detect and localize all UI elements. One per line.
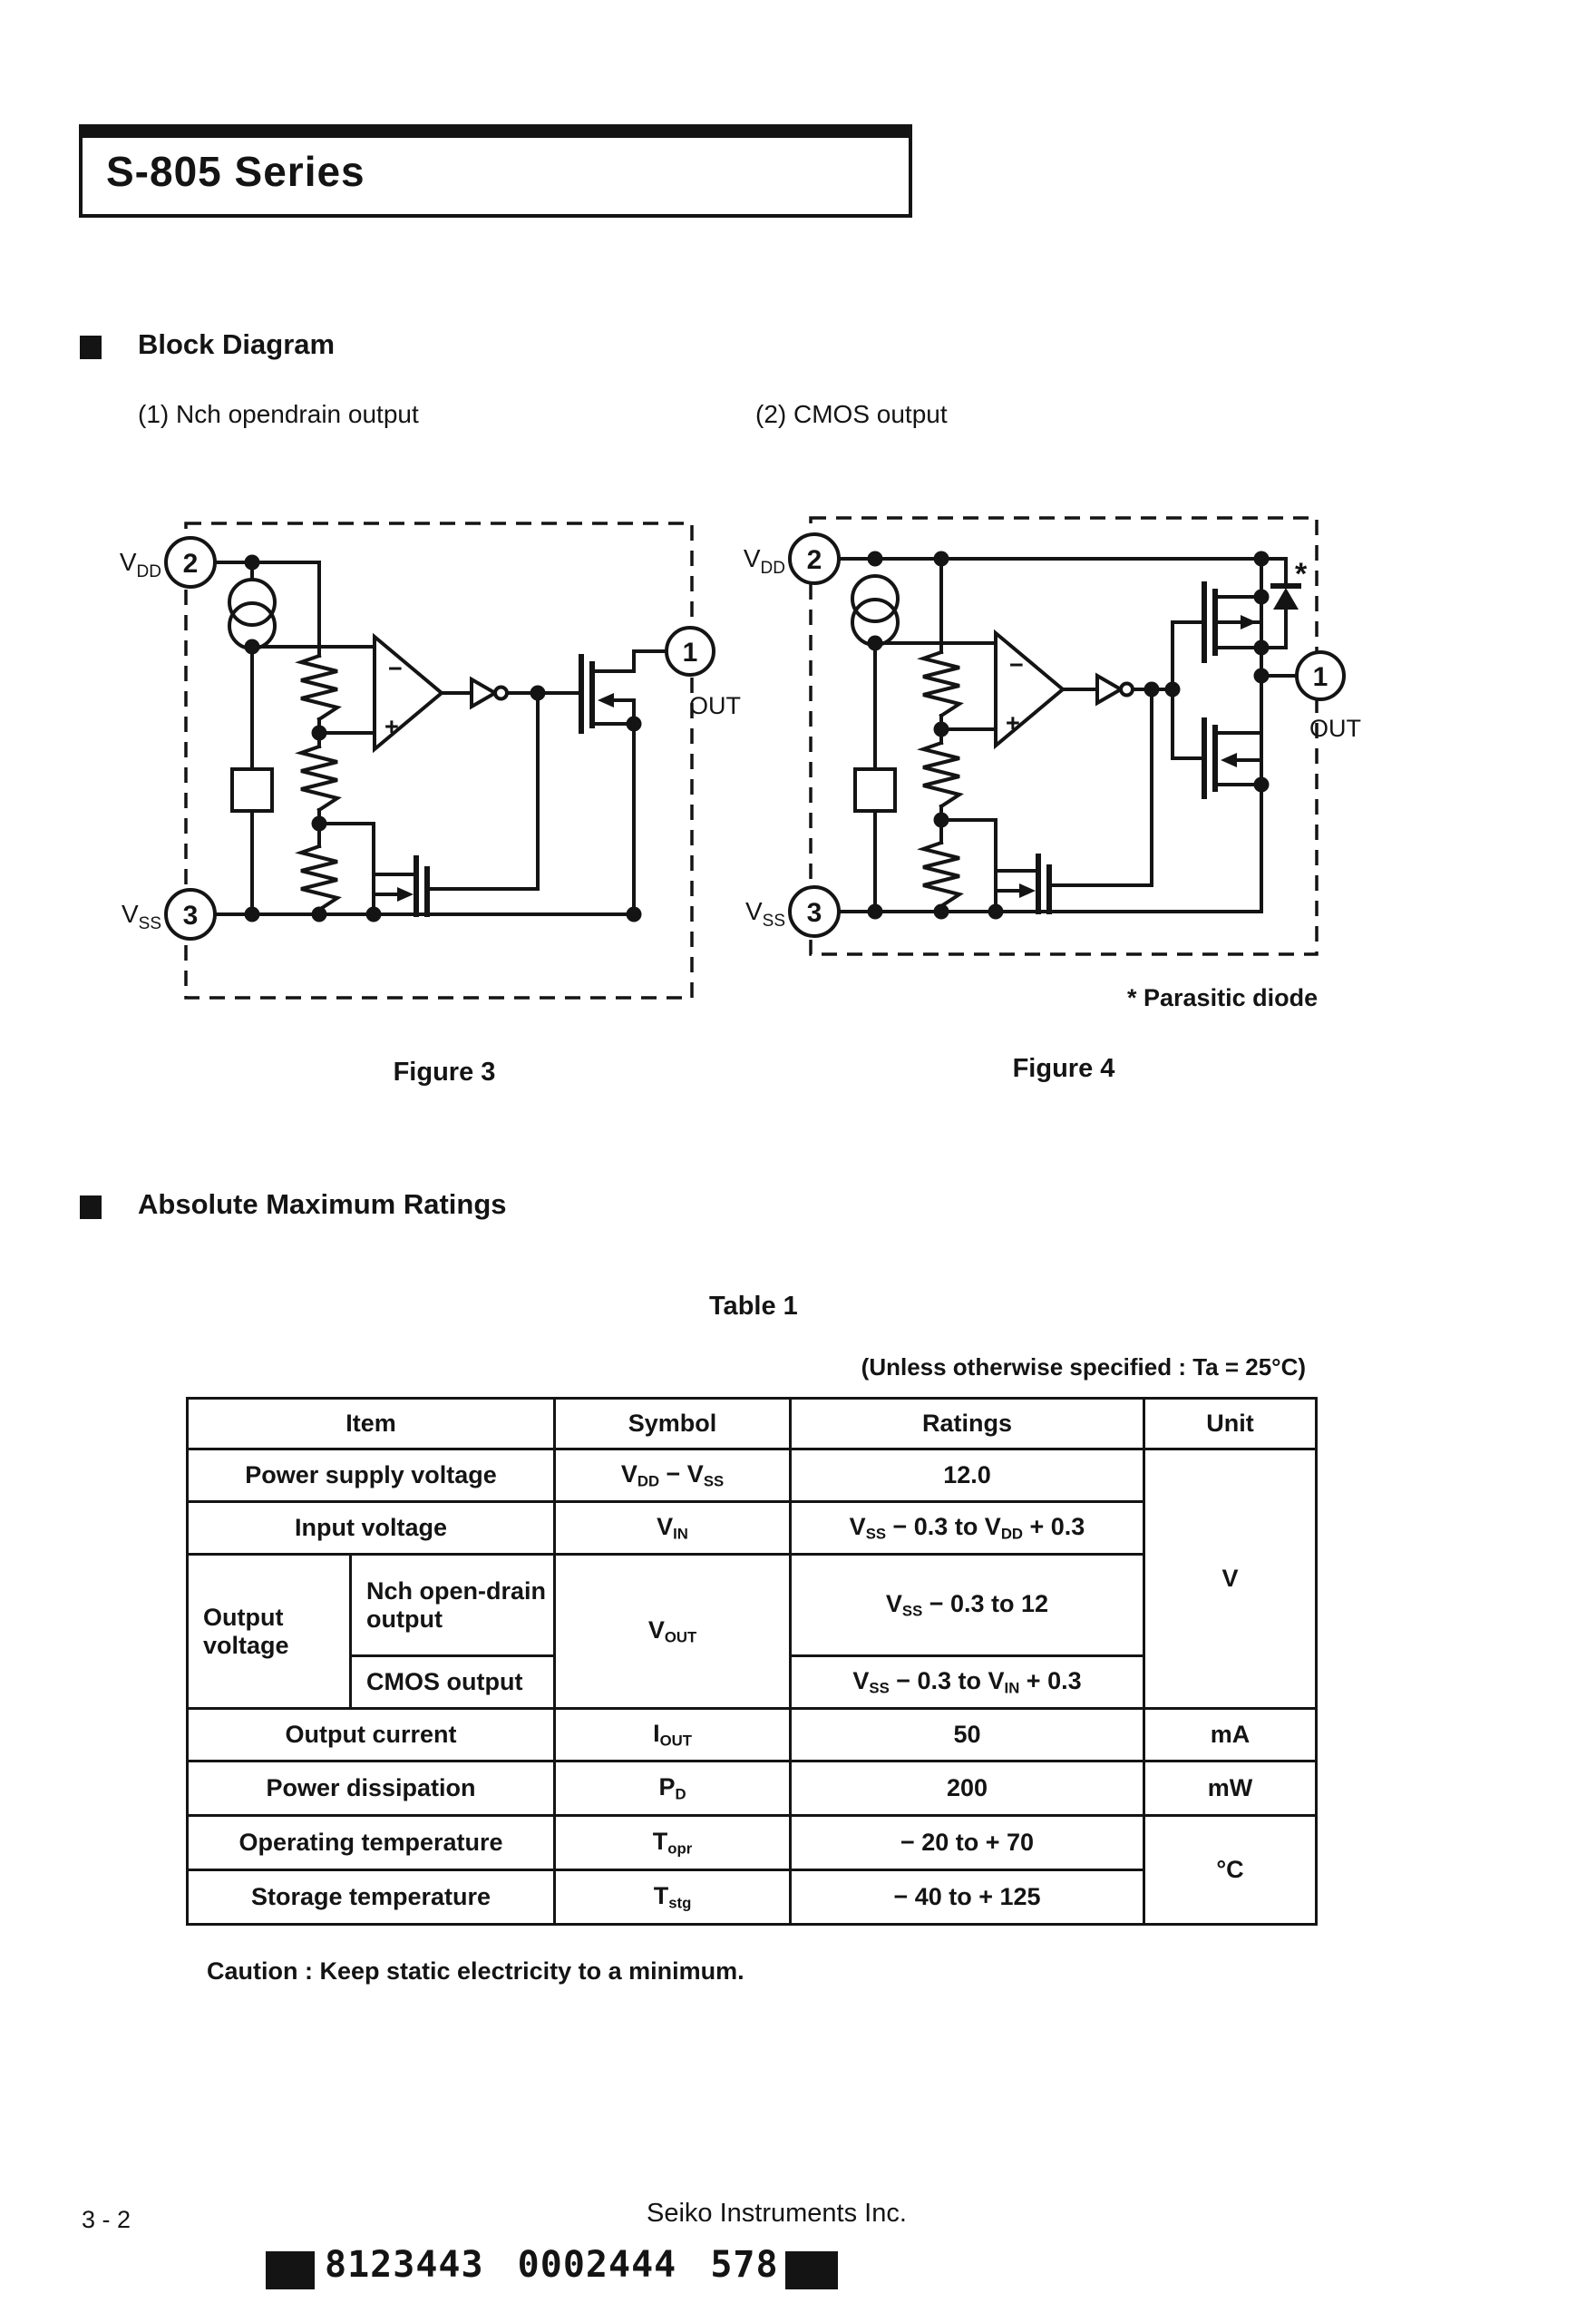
hysteresis-nmos-icon [317,691,540,917]
parasitic-diode-note: * Parasitic diode [1127,984,1319,1011]
pin-vdd [164,536,217,589]
pin-vss [788,885,841,938]
inverter-icon [1095,672,1134,707]
vdd-label: VDD [120,548,161,581]
title-box: S-805 Series [79,124,912,218]
pin-out [1295,650,1346,701]
resistor-icon [295,844,342,912]
comparator-icon: − + [994,629,1066,750]
col-header-item: Item [186,1397,556,1450]
reference-block-icon [853,767,897,813]
table-row: Input voltage VIN VSS − 0.3 to VDD + 0.3 [186,1500,1317,1556]
svg-text:3: 3 [807,898,822,928]
pin-out [665,626,715,677]
reference-block-icon [230,767,274,813]
unit-volts-cell: V [1143,1448,1318,1710]
section-heading-block-diagram: Block Diagram [138,328,336,360]
output-pmos-icon [1202,581,1270,663]
pin-vss [164,888,217,941]
resistor-icon [917,840,964,909]
current-source-icon [228,578,277,650]
figure-4-caption: Figure 4 [1012,1054,1115,1083]
col-header-ratings: Ratings [789,1397,1145,1450]
table-row: Operating temperature Topr − 20 to + 70 … [186,1814,1318,1926]
table-condition-note: (Unless otherwise specified : Ta = 25°C) [861,1353,1306,1381]
table-header-row: Item Symbol Ratings Unit [186,1397,1318,1450]
inverter-icon [470,676,509,710]
output-nmos-icon [1202,717,1270,799]
ratings-table: Item Symbol Ratings Unit Power supply vo… [186,1397,1318,1926]
table-row: Output current IOUT 50 mA [186,1707,1318,1762]
current-source-icon [851,574,900,647]
vss-label: VSS [745,897,785,931]
resistor-icon [917,740,964,809]
output-nmos-icon [579,649,668,916]
svg-text:1: 1 [1313,662,1328,692]
caution-note: Caution : Keep static electricity to a m… [207,1957,744,1985]
ic-boundary-box [809,516,1319,956]
resistor-icon [917,649,964,718]
parasitic-diode-icon: * [1260,557,1308,649]
table-row: CMOS output VSS − 0.3 to VIN + 0.3 [188,1654,1317,1710]
table-title: Table 1 [709,1292,798,1321]
vdd-label: VDD [744,544,785,578]
table-row: Power dissipation PD 200 mW [186,1760,1318,1817]
svg-text:+: + [384,713,399,740]
barcode-end-block [785,2251,838,2289]
svg-text:2: 2 [183,549,199,579]
figure-3-caption: Figure 3 [393,1058,496,1087]
subheading-cmos-output: (2) CMOS output [755,400,948,428]
svg-text:2: 2 [807,545,822,575]
resistor-icon [295,744,342,813]
figure-4-circuit-diagram: − + * [744,516,1361,956]
section-bullet-icon [80,336,102,359]
col-header-symbol: Symbol [553,1397,792,1450]
table-row: Storage temperature Tstg − 40 to + 125 [186,1869,1317,1926]
out-label: OUT [1309,715,1361,742]
barcode-number: 8123443 0002444 578 [325,2244,779,2286]
barcode-start-block [266,2251,315,2289]
svg-text:−: − [1009,651,1024,678]
pin-vdd [788,532,841,585]
table-row: Power supply voltage VDD − VSS 12.0 V [186,1448,1318,1710]
ic-boundary-box [184,522,694,1000]
vss-label: VSS [122,900,161,933]
page-number: 3 - 2 [82,2206,131,2233]
comparator-icon: − + [373,632,445,754]
section-bullet-icon [80,1195,102,1219]
asterisk-mark: * [1295,557,1308,591]
table-row: Output voltage Nch open-drain output VOU… [186,1553,1317,1710]
svg-text:1: 1 [683,638,698,668]
unit-celsius-cell: °C [1143,1814,1318,1926]
figure-3-circuit-diagram: − + 2 3 1 VDD VSS OUT [120,522,741,1000]
subheading-nch-opendrain: (1) Nch opendrain output [138,400,419,428]
resistor-icon [295,653,342,722]
page-title: S-805 Series [106,148,365,195]
company-name: Seiko Instruments Inc. [647,2199,907,2228]
svg-text:+: + [1006,709,1020,737]
svg-text:−: − [388,655,403,682]
svg-text:3: 3 [183,901,199,931]
out-label: OUT [689,692,741,719]
section-heading-abs-max-ratings: Absolute Maximum Ratings [138,1188,507,1220]
col-header-unit: Unit [1143,1397,1318,1450]
hysteresis-nmos-icon [939,688,1153,914]
